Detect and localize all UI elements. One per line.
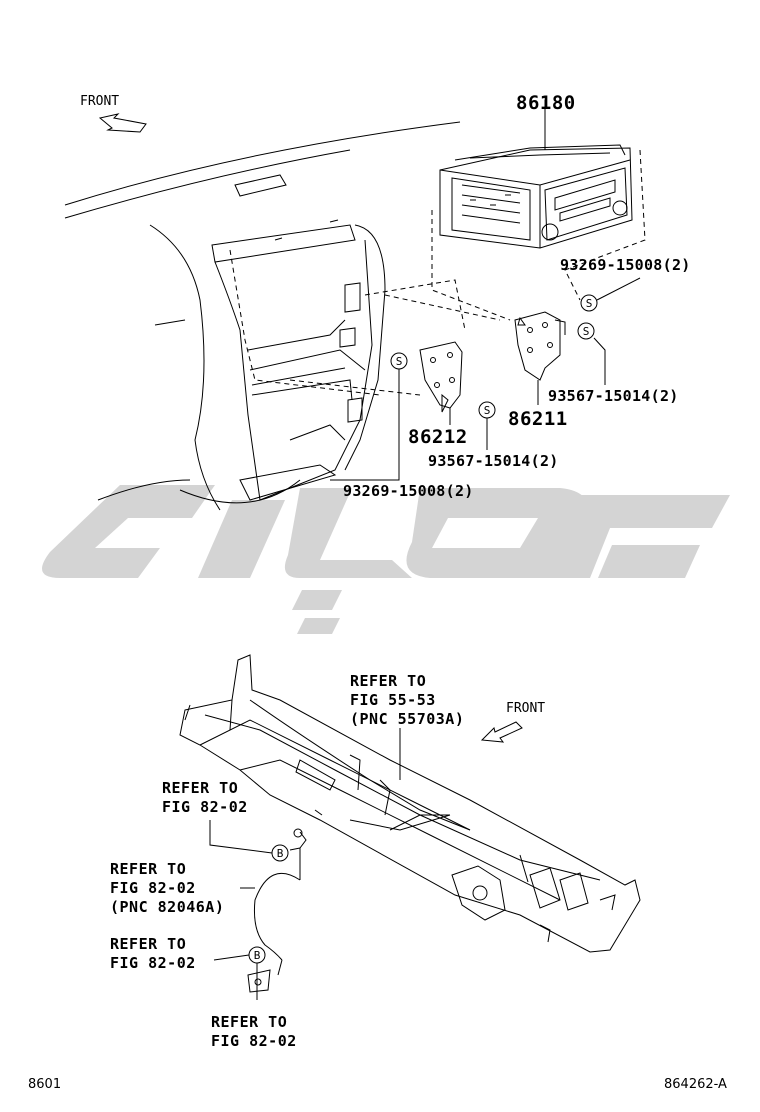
front-arrow-bottom — [480, 721, 523, 743]
refer-line: (PNC 82046A) — [110, 898, 225, 916]
part-number-86211: 86211 — [508, 408, 568, 430]
front-label-bottom: FRONT — [506, 701, 546, 716]
part-number-93269-upper: 93269-15008(2) — [560, 256, 691, 274]
refer-line: REFER TO — [110, 935, 187, 953]
front-label-top: FRONT — [80, 94, 120, 109]
footer-figure-code: 8601 — [28, 1077, 62, 1092]
radio-bracket-dashed — [229, 149, 646, 396]
refer-fig-82-02-a: REFER TO FIG 82-02 — [162, 779, 248, 817]
bolt-symbol-1: S — [586, 297, 593, 310]
front-arrow-top — [98, 113, 147, 133]
leader-lines-top — [330, 100, 641, 481]
clip-symbol-2: B — [254, 949, 261, 962]
refer-line: FIG 82-02 — [110, 954, 196, 972]
refer-line: FIG 55-53 — [350, 691, 436, 709]
cowl-panel — [179, 654, 641, 953]
bolt-symbol-3: S — [396, 355, 403, 368]
refer-line: REFER TO — [110, 860, 187, 878]
refer-line: FIG 82-02 — [110, 879, 196, 897]
bracket-86212 — [419, 341, 463, 413]
refer-fig-82-02-d: REFER TO FIG 82-02 — [211, 1013, 297, 1051]
leader-lines-bottom — [209, 728, 401, 1000]
refer-line: FIG 82-02 — [211, 1032, 297, 1050]
bolt-symbol-4: S — [484, 404, 491, 417]
refer-line: REFER TO — [211, 1013, 288, 1031]
footer-illustration-code: 864262-A — [664, 1077, 727, 1092]
clip-symbol-1: B — [277, 847, 284, 860]
clip-markers — [248, 844, 289, 964]
refer-line: (PNC 55703A) — [350, 710, 465, 728]
part-number-93567-lower: 93567-15014(2) — [428, 452, 559, 470]
part-number-86212: 86212 — [408, 426, 468, 448]
refer-fig-82-02-b: REFER TO FIG 82-02 (PNC 82046A) — [110, 860, 224, 917]
radio-unit-86180 — [439, 144, 633, 249]
part-number-93567-upper: 93567-15014(2) — [548, 387, 679, 405]
refer-line: REFER TO — [162, 779, 239, 797]
refer-line: REFER TO — [350, 672, 427, 690]
refer-fig-55-53: REFER TO FIG 55-53 (PNC 55703A) — [350, 672, 464, 729]
dashboard-outline — [64, 121, 461, 511]
watermark-logo — [42, 485, 730, 634]
refer-fig-82-02-c: REFER TO FIG 82-02 — [110, 935, 196, 973]
refer-line: FIG 82-02 — [162, 798, 248, 816]
part-number-93269-lower: 93269-15008(2) — [343, 482, 474, 500]
part-number-86180: 86180 — [516, 92, 576, 114]
bolt-markers — [390, 294, 598, 419]
wire-harness — [247, 809, 323, 993]
bolt-symbol-2: S — [583, 325, 590, 338]
bracket-86211 — [514, 311, 566, 381]
